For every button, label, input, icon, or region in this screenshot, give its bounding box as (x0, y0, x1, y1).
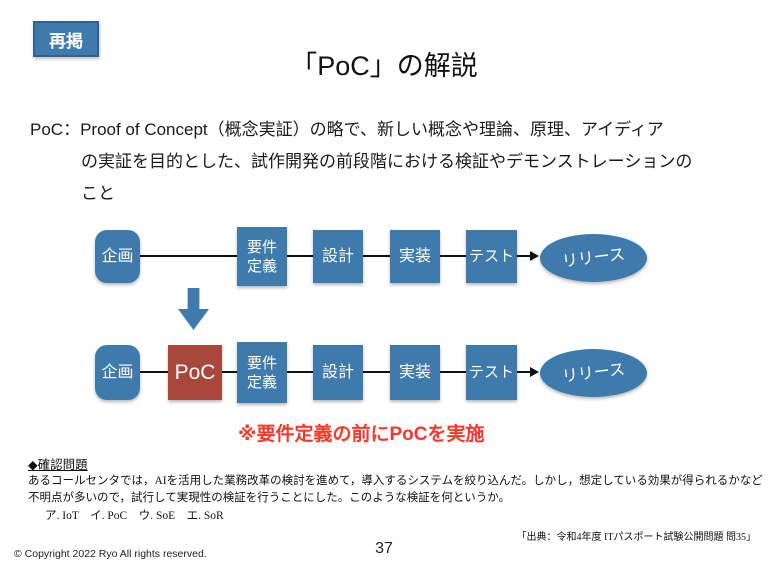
flow2-design-box: 設計 (313, 345, 363, 400)
poc-description: PoC：Proof of Concept（概念実証）の略で、新しい概念や理論、原… (30, 114, 745, 210)
repost-badge-label: 再掲 (49, 31, 83, 51)
quiz-question-line-2: 不明点が多いので，試行して実現性の検証を行うことにした。このような検証を何という… (28, 492, 510, 504)
down-arrow-icon (178, 288, 209, 330)
flow1-release-ellipse: リリース (540, 234, 647, 282)
flow1-requirements-box: 要件 定義 (237, 227, 287, 286)
flow1-arrowhead-icon (530, 251, 539, 261)
flow1-connector-5 (517, 255, 531, 257)
flow1-connector-2 (287, 255, 313, 257)
page-title: 「PoC」の解説 (290, 51, 478, 81)
flow1-release-label: リリース (561, 245, 626, 271)
flow1-plan-label: 企画 (101, 248, 134, 265)
flow2-implement-box: 実装 (390, 345, 440, 400)
flow2-requirements-box: 要件 定義 (237, 342, 287, 403)
flow2-connector-2 (222, 371, 237, 373)
flow1-connector-4 (440, 255, 466, 257)
quiz-options: ア. IoT イ. PoC ウ. SoE エ. SoR (45, 510, 224, 522)
copyright-text: © Copyright 2022 Ryo All rights reserved… (14, 548, 207, 560)
flow2-requirements-label-1: 要件 (246, 354, 277, 372)
description-line-2: の実証を目的とした、試作開発の前段階における検証やデモンストレーションの (81, 152, 693, 171)
flow2-plan-box: 企画 (95, 345, 140, 400)
flow1-design-box: 設計 (313, 230, 363, 283)
flow2-poc-box: PoC (168, 345, 222, 400)
flow2-arrowhead-icon (530, 367, 539, 377)
flow2-test-box: テスト (466, 345, 517, 400)
poc-timing-note: ※要件定義の前にPoCを実施 (238, 424, 485, 445)
flow1-connector-1 (140, 255, 237, 257)
quiz-question-line-1: あるコールセンタでは，AIを活用した業務改革の検討を進めて，導入するシステムを絞… (28, 475, 763, 487)
flow2-connector-5 (440, 371, 466, 373)
flow2-connector-4 (363, 371, 390, 373)
flow2-test-label: テスト (468, 364, 514, 381)
flow2-poc-label: PoC (174, 361, 216, 384)
description-line-1: PoC：Proof of Concept（概念実証）の略で、新しい概念や理論、原… (30, 120, 664, 139)
flow1-test-label: テスト (468, 248, 514, 265)
quiz-heading: ◆確認問題 (28, 458, 88, 472)
flow2-connector-3 (287, 371, 313, 373)
flow2-release-ellipse: リリース (540, 349, 647, 397)
flow1-requirements-label-1: 要件 (246, 238, 277, 256)
flow1-implement-label: 実装 (398, 248, 431, 265)
quiz-source-citation: 「出典：令和4年度 ITパスポート試験公開問題 問35」 (516, 532, 756, 543)
flow1-plan-box: 企画 (95, 230, 140, 283)
flow1-design-label: 設計 (321, 248, 354, 265)
repost-badge: 再掲 (33, 21, 99, 57)
flow1-implement-box: 実装 (390, 230, 440, 283)
flow1-test-box: テスト (466, 230, 517, 283)
flow2-implement-label: 実装 (398, 364, 431, 381)
flow2-release-label: リリース (561, 360, 626, 386)
flow2-requirements-label-2: 定義 (246, 373, 277, 391)
flow2-design-label: 設計 (321, 364, 354, 381)
description-line-3: こと (81, 184, 115, 203)
flow2-plan-label: 企画 (101, 364, 134, 381)
flow2-connector-1 (140, 371, 168, 373)
flow1-connector-3 (363, 255, 390, 257)
flow2-connector-6 (517, 371, 531, 373)
flow1-requirements-label-2: 定義 (246, 257, 277, 275)
page-number: 37 (375, 540, 393, 557)
